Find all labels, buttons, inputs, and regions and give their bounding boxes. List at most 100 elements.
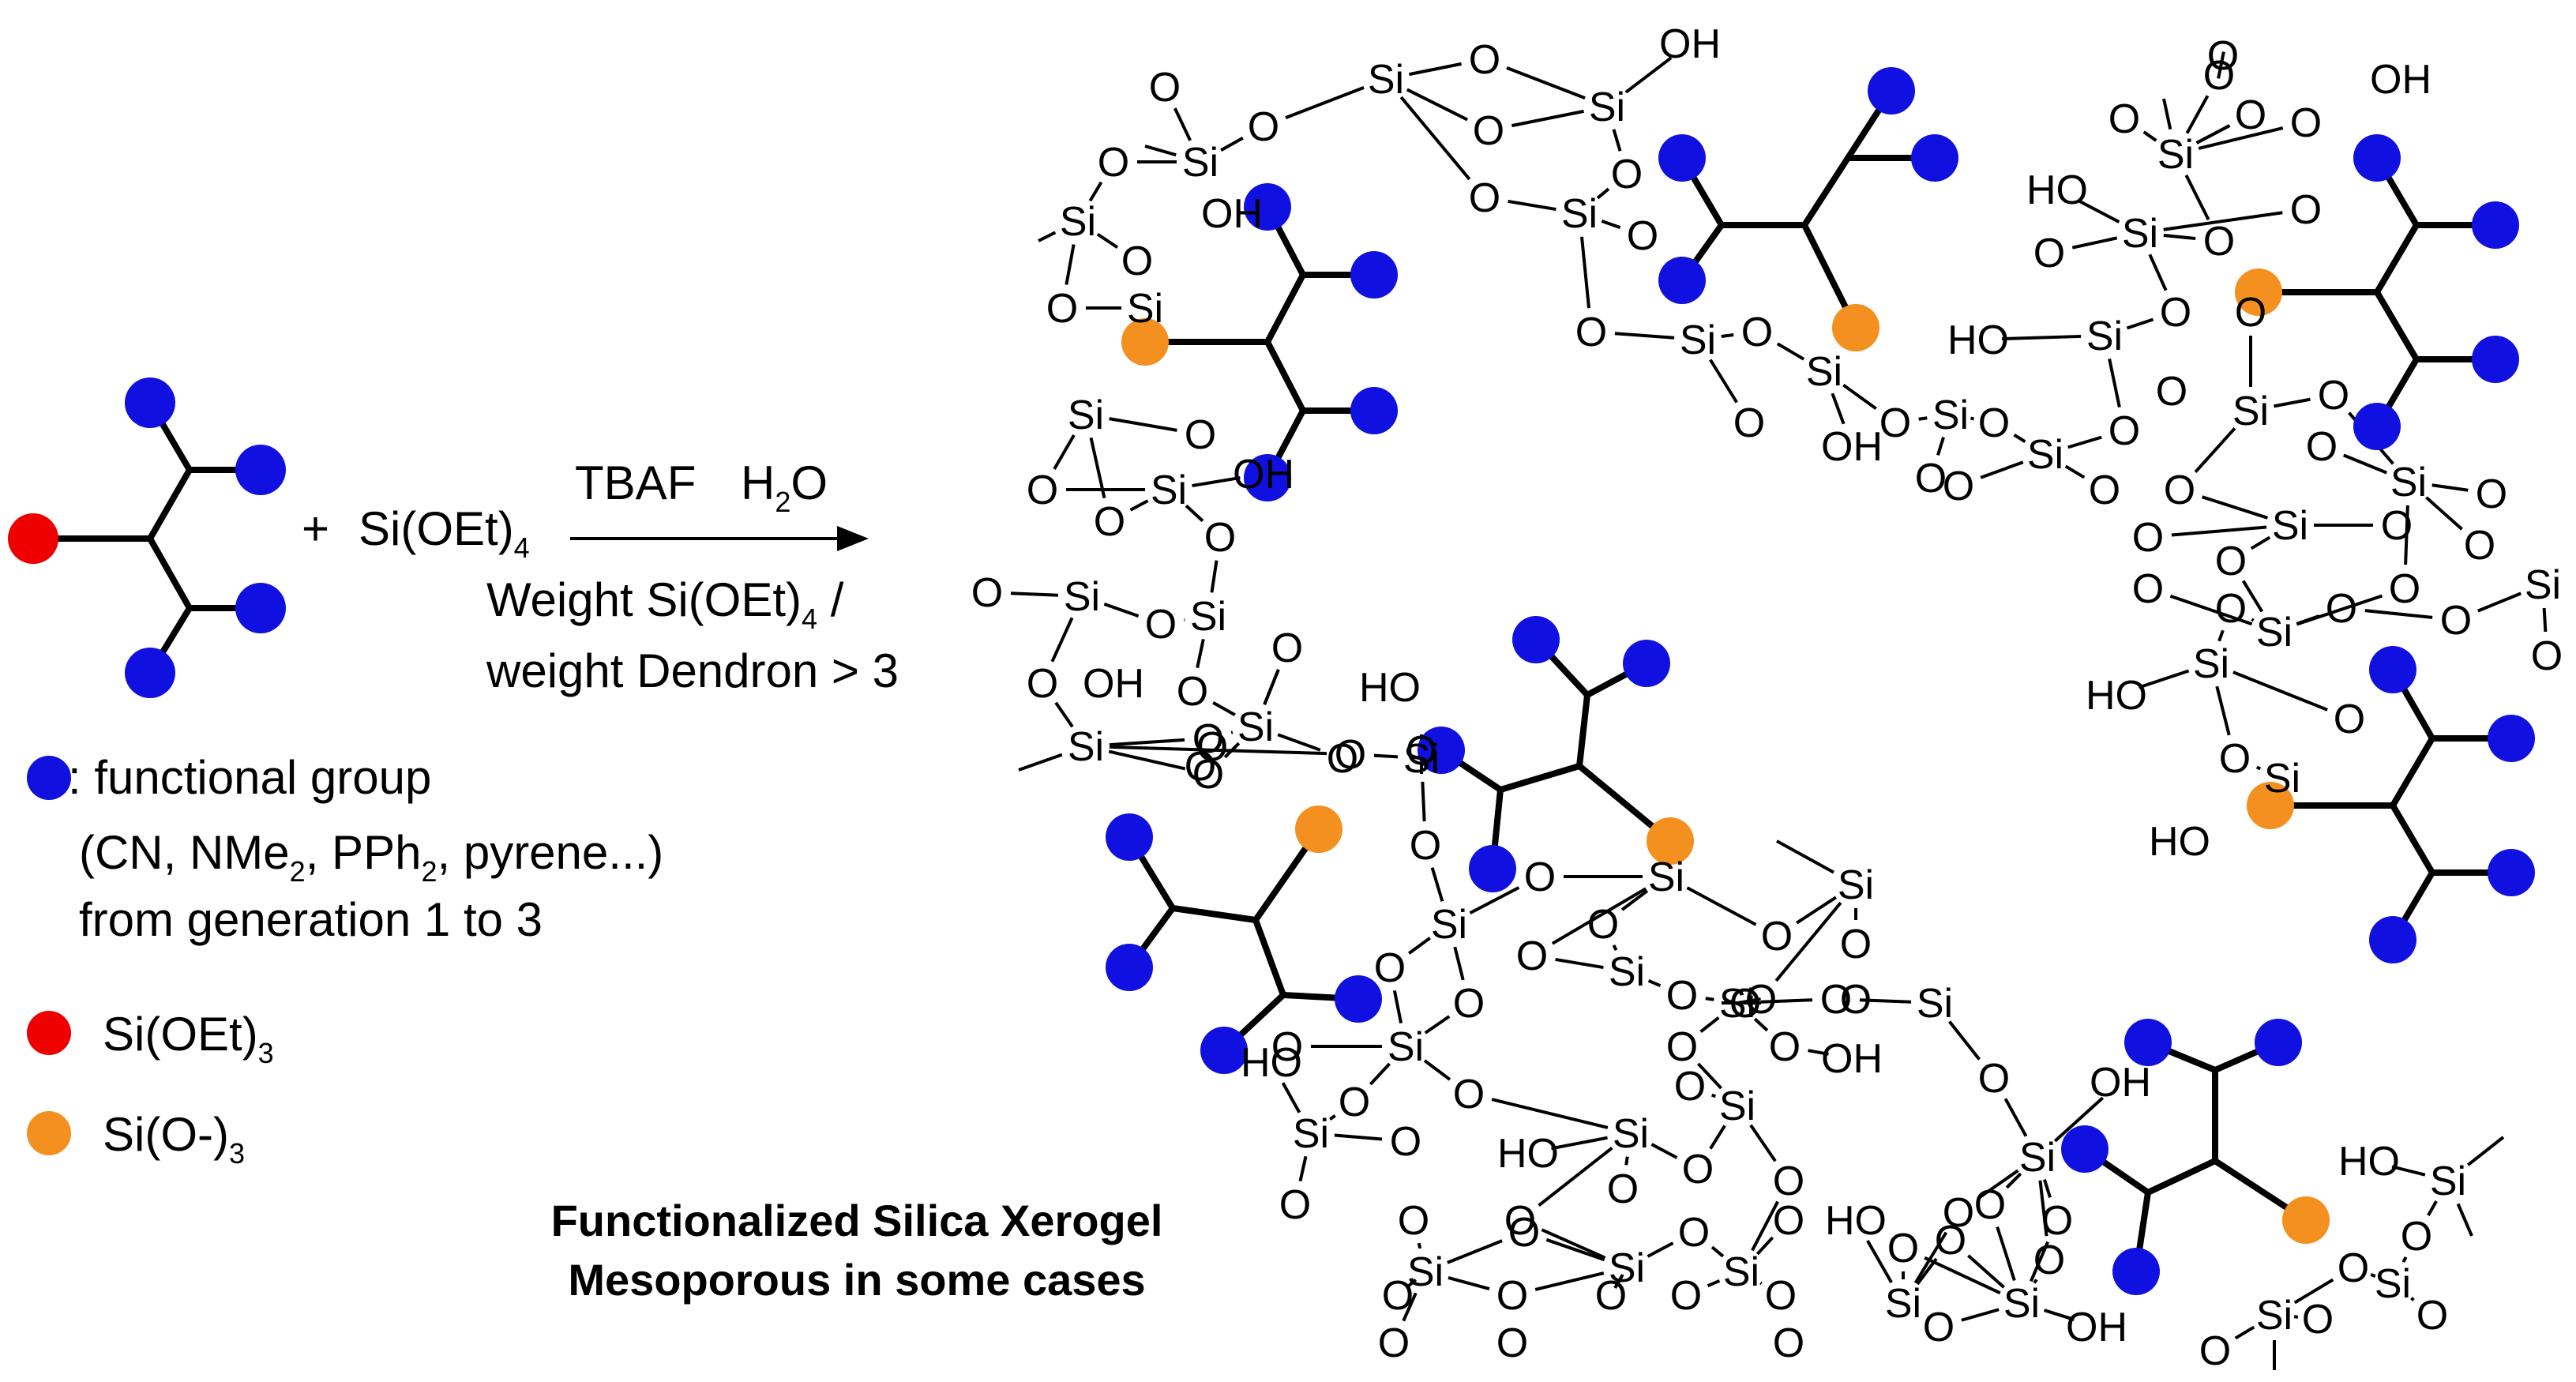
oxygen-atom: O	[1935, 1218, 1966, 1264]
si-o-bond	[2001, 334, 2082, 341]
si-o-bond	[1192, 475, 1241, 488]
functional-group-dot	[2112, 1248, 2160, 1295]
oxygen-atom: O	[1674, 1064, 1706, 1110]
oxygen-atom: O	[2464, 523, 2495, 569]
oxygen-atom: O	[1666, 1024, 1698, 1070]
si-o-bond	[1089, 437, 1106, 499]
oxygen-atom: O	[1516, 933, 1548, 979]
oxygen-atom: O	[1773, 1159, 1804, 1204]
si-o-bond	[1756, 1236, 1774, 1256]
oxygen-atom: O	[1271, 1024, 1303, 1070]
hydroxyl-group: OH	[1233, 452, 1294, 498]
silicon-atom: Si	[2264, 756, 2300, 802]
oxygen-atom: O	[1820, 977, 1852, 1023]
grafted-dendrons	[1106, 67, 2535, 1295]
si-o-bond	[1709, 359, 1738, 404]
si-o-bond	[1210, 560, 1219, 593]
si-o-bond	[1408, 937, 1431, 955]
functional-group-dot	[1106, 944, 1153, 991]
silicon-atom: Si	[1293, 1111, 1329, 1157]
hydroxyl-group: HO	[2338, 1139, 2400, 1185]
silicon-atom: Si	[1680, 317, 1716, 363]
oxygen-atom: O	[2302, 1297, 2334, 1343]
si-o-bond	[1109, 745, 1327, 756]
oxygen-atom: O	[1879, 400, 1911, 446]
si-o-bond	[1409, 62, 1462, 77]
si-o-bond	[2194, 426, 2236, 474]
silicon-atom: Si	[2232, 389, 2269, 434]
oxygen-atom: O	[2108, 96, 2140, 142]
si-o-bond	[1751, 1200, 1779, 1252]
reagent-si-oet4: Si(OEt)4	[359, 502, 530, 564]
oxygen-atom: O	[1745, 977, 1777, 1023]
functional-group-dot	[2369, 916, 2416, 963]
oxygen-atom: O	[1508, 1210, 1540, 1256]
si-o-bond	[1707, 1279, 1721, 1288]
si-o-bond	[2477, 591, 2522, 613]
oxygen-atom: O	[1733, 400, 1765, 446]
oxygen-atom: O	[1496, 1273, 1528, 1319]
si-o-bond	[2425, 496, 2463, 531]
functional-group-dot	[2255, 1019, 2302, 1066]
legend-functional-group-dot	[27, 756, 71, 800]
functional-group-dot	[2369, 646, 2416, 693]
si-o-bond	[1624, 1156, 1629, 1166]
oxygen-atom: O	[2334, 697, 2365, 742]
dendron-arm	[2390, 802, 2435, 876]
si-o-bond	[1612, 944, 1618, 952]
si-o-bond	[2142, 130, 2157, 142]
dendron-arm	[1264, 339, 1306, 414]
functional-group-dot	[2124, 1019, 2172, 1066]
si-o3-anchor-dot	[1647, 817, 1694, 865]
si-o-bond	[1430, 867, 1444, 902]
functional-group-dot	[235, 445, 286, 495]
caption-line1: Functionalized Silica Xerogel	[551, 1196, 1163, 1245]
si-o-bond	[1329, 1114, 1336, 1121]
legend-si-oet3-dot	[27, 1011, 71, 1055]
si-o-bond	[1996, 1226, 2016, 1282]
si-o-bond	[1977, 1169, 2019, 1200]
oxygen-atom: O	[1406, 728, 1437, 774]
oxygen-atom: O	[1666, 973, 1698, 1019]
oxygen-atom: O	[2160, 290, 2191, 336]
oxygen-atom: O	[1504, 1198, 1536, 1244]
oxygen-atom: O	[2033, 231, 2065, 276]
si-o3-anchor-dot	[1295, 806, 1342, 853]
si-o-bond	[2427, 1200, 2438, 1216]
si-o-bond	[1808, 1049, 1829, 1056]
si-o-bond	[1506, 66, 1586, 100]
oxygen-atom: O	[2531, 633, 2563, 679]
silicon-atom: Si	[2019, 1135, 2056, 1181]
si-o-bond	[1551, 1136, 1608, 1151]
oxygen-atom: O	[2108, 408, 2140, 454]
oxygen-atom: O	[1453, 1072, 1485, 1117]
oxygen-atom: O	[1978, 1056, 2010, 1102]
functional-group-dot	[2488, 715, 2535, 762]
functional-group-dot	[1623, 640, 1670, 687]
oxygen-atom: O	[1410, 823, 1441, 869]
silicon-atom: Si	[2272, 503, 2308, 549]
oxygen-atom: O	[1185, 412, 1216, 458]
condition-tbaf: TBAF	[575, 456, 696, 509]
si-o-bond	[1614, 332, 1675, 340]
silicon-atom: Si	[1064, 574, 1100, 620]
oxygen-atom: O	[1974, 1182, 2006, 1228]
si-o-bond	[1508, 199, 1556, 212]
silicon-atom: Si	[2256, 1293, 2292, 1339]
oxygen-atom: O	[2199, 1328, 2231, 1374]
functional-group-dot	[1512, 616, 1560, 663]
oxygen-atom: O	[1248, 104, 1279, 150]
oxygen-atom: O	[1575, 310, 1607, 355]
oxygen-atom: O	[1887, 1226, 1919, 1271]
oxygen-atom: O	[1741, 310, 1773, 355]
oxygen-atom: O	[1192, 716, 1224, 762]
oxygen-atom: O	[1098, 140, 1129, 186]
si-o3-anchor-dot	[2235, 269, 2282, 316]
si-o-bond	[1647, 1241, 1674, 1258]
oxygen-atom: O	[2338, 1245, 2369, 1291]
oxygen-atom: O	[2207, 33, 2239, 79]
oxygen-atom: O	[1339, 1080, 1370, 1125]
functional-group-dot	[1418, 727, 1465, 774]
oxygen-atom: O	[2290, 100, 2322, 146]
